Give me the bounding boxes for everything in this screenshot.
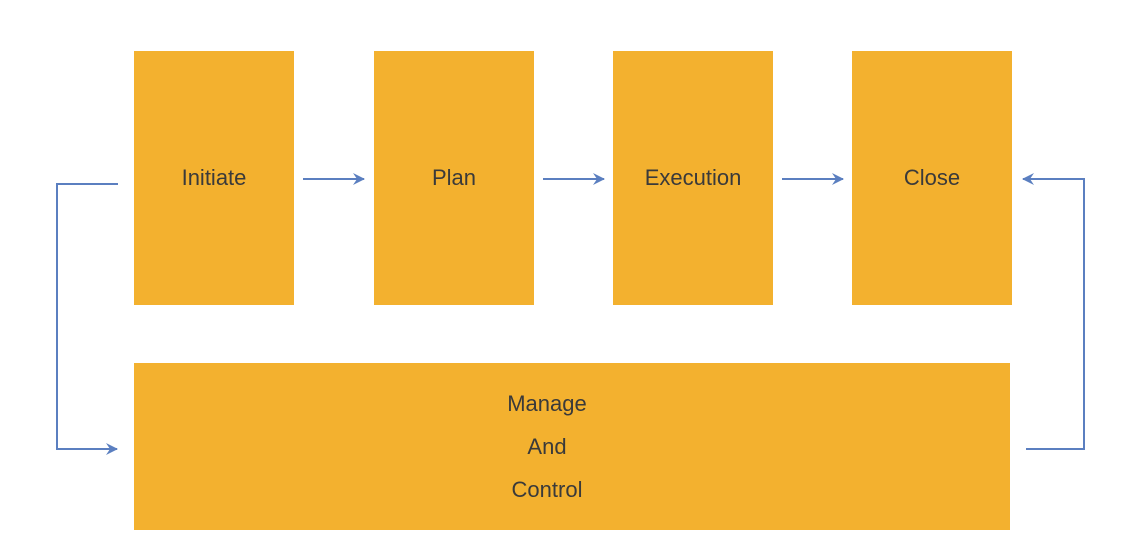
manage-line-2: And: [527, 434, 567, 459]
stage-label-plan: Plan: [431, 165, 477, 190]
stage-label-initiate: Initiate: [181, 165, 247, 190]
stage-label-close: Close: [903, 165, 961, 190]
manage-line-1: Manage: [507, 391, 587, 416]
stage-box-initiate: Initiate: [134, 51, 294, 305]
arrow-manage-to-close: [1022, 173, 1085, 450]
manage-and-control-label: Manage And Control: [507, 382, 587, 511]
manage-and-control-box: Manage And Control: [134, 363, 1010, 530]
arrow-initiate-to-manage: [56, 183, 118, 455]
stage-label-execution: Execution: [644, 165, 742, 190]
stage-box-execution: Execution: [613, 51, 773, 305]
stage-box-plan: Plan: [374, 51, 534, 305]
manage-line-3: Control: [511, 477, 583, 502]
stage-box-close: Close: [852, 51, 1012, 305]
